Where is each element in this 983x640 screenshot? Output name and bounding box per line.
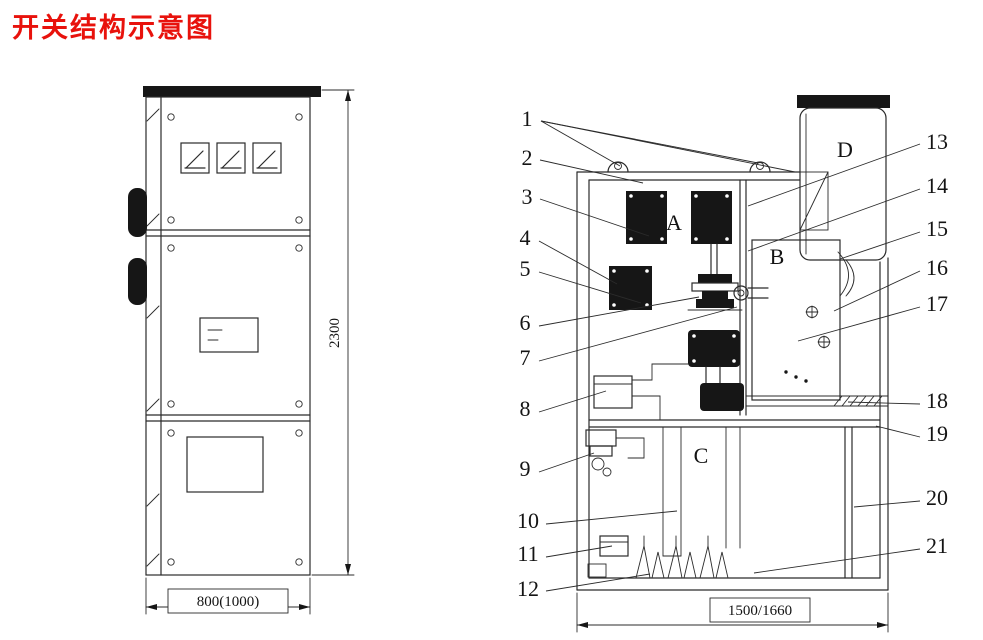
- low-voltage-box: [797, 95, 890, 261]
- voltage-transformer-assembly: [585, 429, 645, 477]
- floor-fitting: [587, 563, 607, 578]
- callout-9: 9: [520, 456, 531, 481]
- callout-16: 16: [926, 255, 948, 280]
- callout-14: 14: [926, 173, 948, 198]
- callout-18: 18: [926, 388, 948, 413]
- busbar-insulators: [609, 191, 732, 310]
- front-view: 2300 800(1000): [128, 86, 355, 615]
- right-inner-panel: [844, 426, 853, 579]
- callout-leaders-right: [747, 143, 921, 574]
- meter: [252, 142, 282, 174]
- mechanism-screw: [805, 305, 819, 319]
- front-cabinet-outline: [145, 96, 311, 576]
- section-width-dimension: [576, 592, 889, 633]
- panel-meters: [180, 142, 282, 174]
- cable-ducts: [662, 426, 741, 557]
- section-view: 1500/1660: [576, 95, 890, 633]
- lv-box-cap: [797, 95, 890, 108]
- busbar-insulator: [626, 191, 667, 244]
- meter: [216, 142, 246, 174]
- compartment-a-label: A: [666, 210, 682, 235]
- callout-1: 1: [522, 106, 533, 131]
- lifting-eye: [607, 161, 629, 173]
- door-handle: [128, 188, 147, 237]
- callout-8: 8: [520, 396, 531, 421]
- compartment-shelf: [588, 419, 881, 428]
- callout-6: 6: [520, 310, 531, 335]
- lower-insulator: [700, 383, 744, 411]
- callout-numbers-left: 1 2 3 4 5 6 7 8 9 10 11 12: [517, 106, 539, 601]
- busbar-insulator: [691, 191, 732, 244]
- callout-5: 5: [520, 256, 531, 281]
- compartment-letters: A B C D: [666, 137, 853, 468]
- callout-7: 7: [520, 345, 531, 370]
- compartment-partition: [739, 179, 747, 416]
- front-width-dimension: [145, 577, 311, 615]
- compartment-c-label: C: [694, 443, 709, 468]
- earthing-rail: [745, 395, 889, 407]
- callout-19: 19: [926, 421, 948, 446]
- breaker-contact-assembly: [687, 274, 769, 311]
- nameplate: [199, 317, 259, 353]
- meter: [180, 142, 210, 174]
- cable-terminations: [635, 535, 729, 579]
- mechanism-compartment: [751, 239, 855, 401]
- callout-20: 20: [926, 485, 948, 510]
- callout-2: 2: [522, 145, 533, 170]
- door-handle: [128, 258, 147, 305]
- mechanism-screw: [817, 335, 831, 349]
- callout-13: 13: [926, 129, 948, 154]
- enclosure-walls: [576, 171, 889, 591]
- callout-leaders-left: [538, 120, 796, 592]
- callout-4: 4: [520, 225, 531, 250]
- bottom-door-panel: [186, 436, 264, 493]
- callout-17: 17: [926, 291, 948, 316]
- current-transformers: [688, 330, 744, 411]
- heater-box: [599, 535, 629, 557]
- front-top-cap: [143, 86, 321, 97]
- callout-21: 21: [926, 533, 948, 558]
- height-dim-text: 2300: [327, 318, 343, 348]
- callout-11: 11: [517, 541, 538, 566]
- diagram-title: 开关结构示意图: [12, 13, 215, 43]
- current-transformer: [688, 330, 740, 367]
- front-width-dim-text: 800(1000): [197, 594, 260, 610]
- support-insulator: [609, 266, 652, 310]
- compartment-b-label: B: [770, 244, 785, 269]
- hinge-marks: [146, 108, 160, 567]
- compartment-d-label: D: [837, 137, 853, 162]
- door-screws: [167, 113, 303, 566]
- section-width-dim-text: 1500/1660: [728, 603, 792, 619]
- callout-numbers-right: 13 14 15 16 17 18 19 20 21: [926, 129, 948, 558]
- callout-3: 3: [522, 184, 533, 209]
- height-dimension: [311, 89, 355, 576]
- callout-10: 10: [517, 508, 539, 533]
- callout-12: 12: [517, 576, 539, 601]
- wall-mounted-box: [593, 363, 689, 421]
- callout-15: 15: [926, 216, 948, 241]
